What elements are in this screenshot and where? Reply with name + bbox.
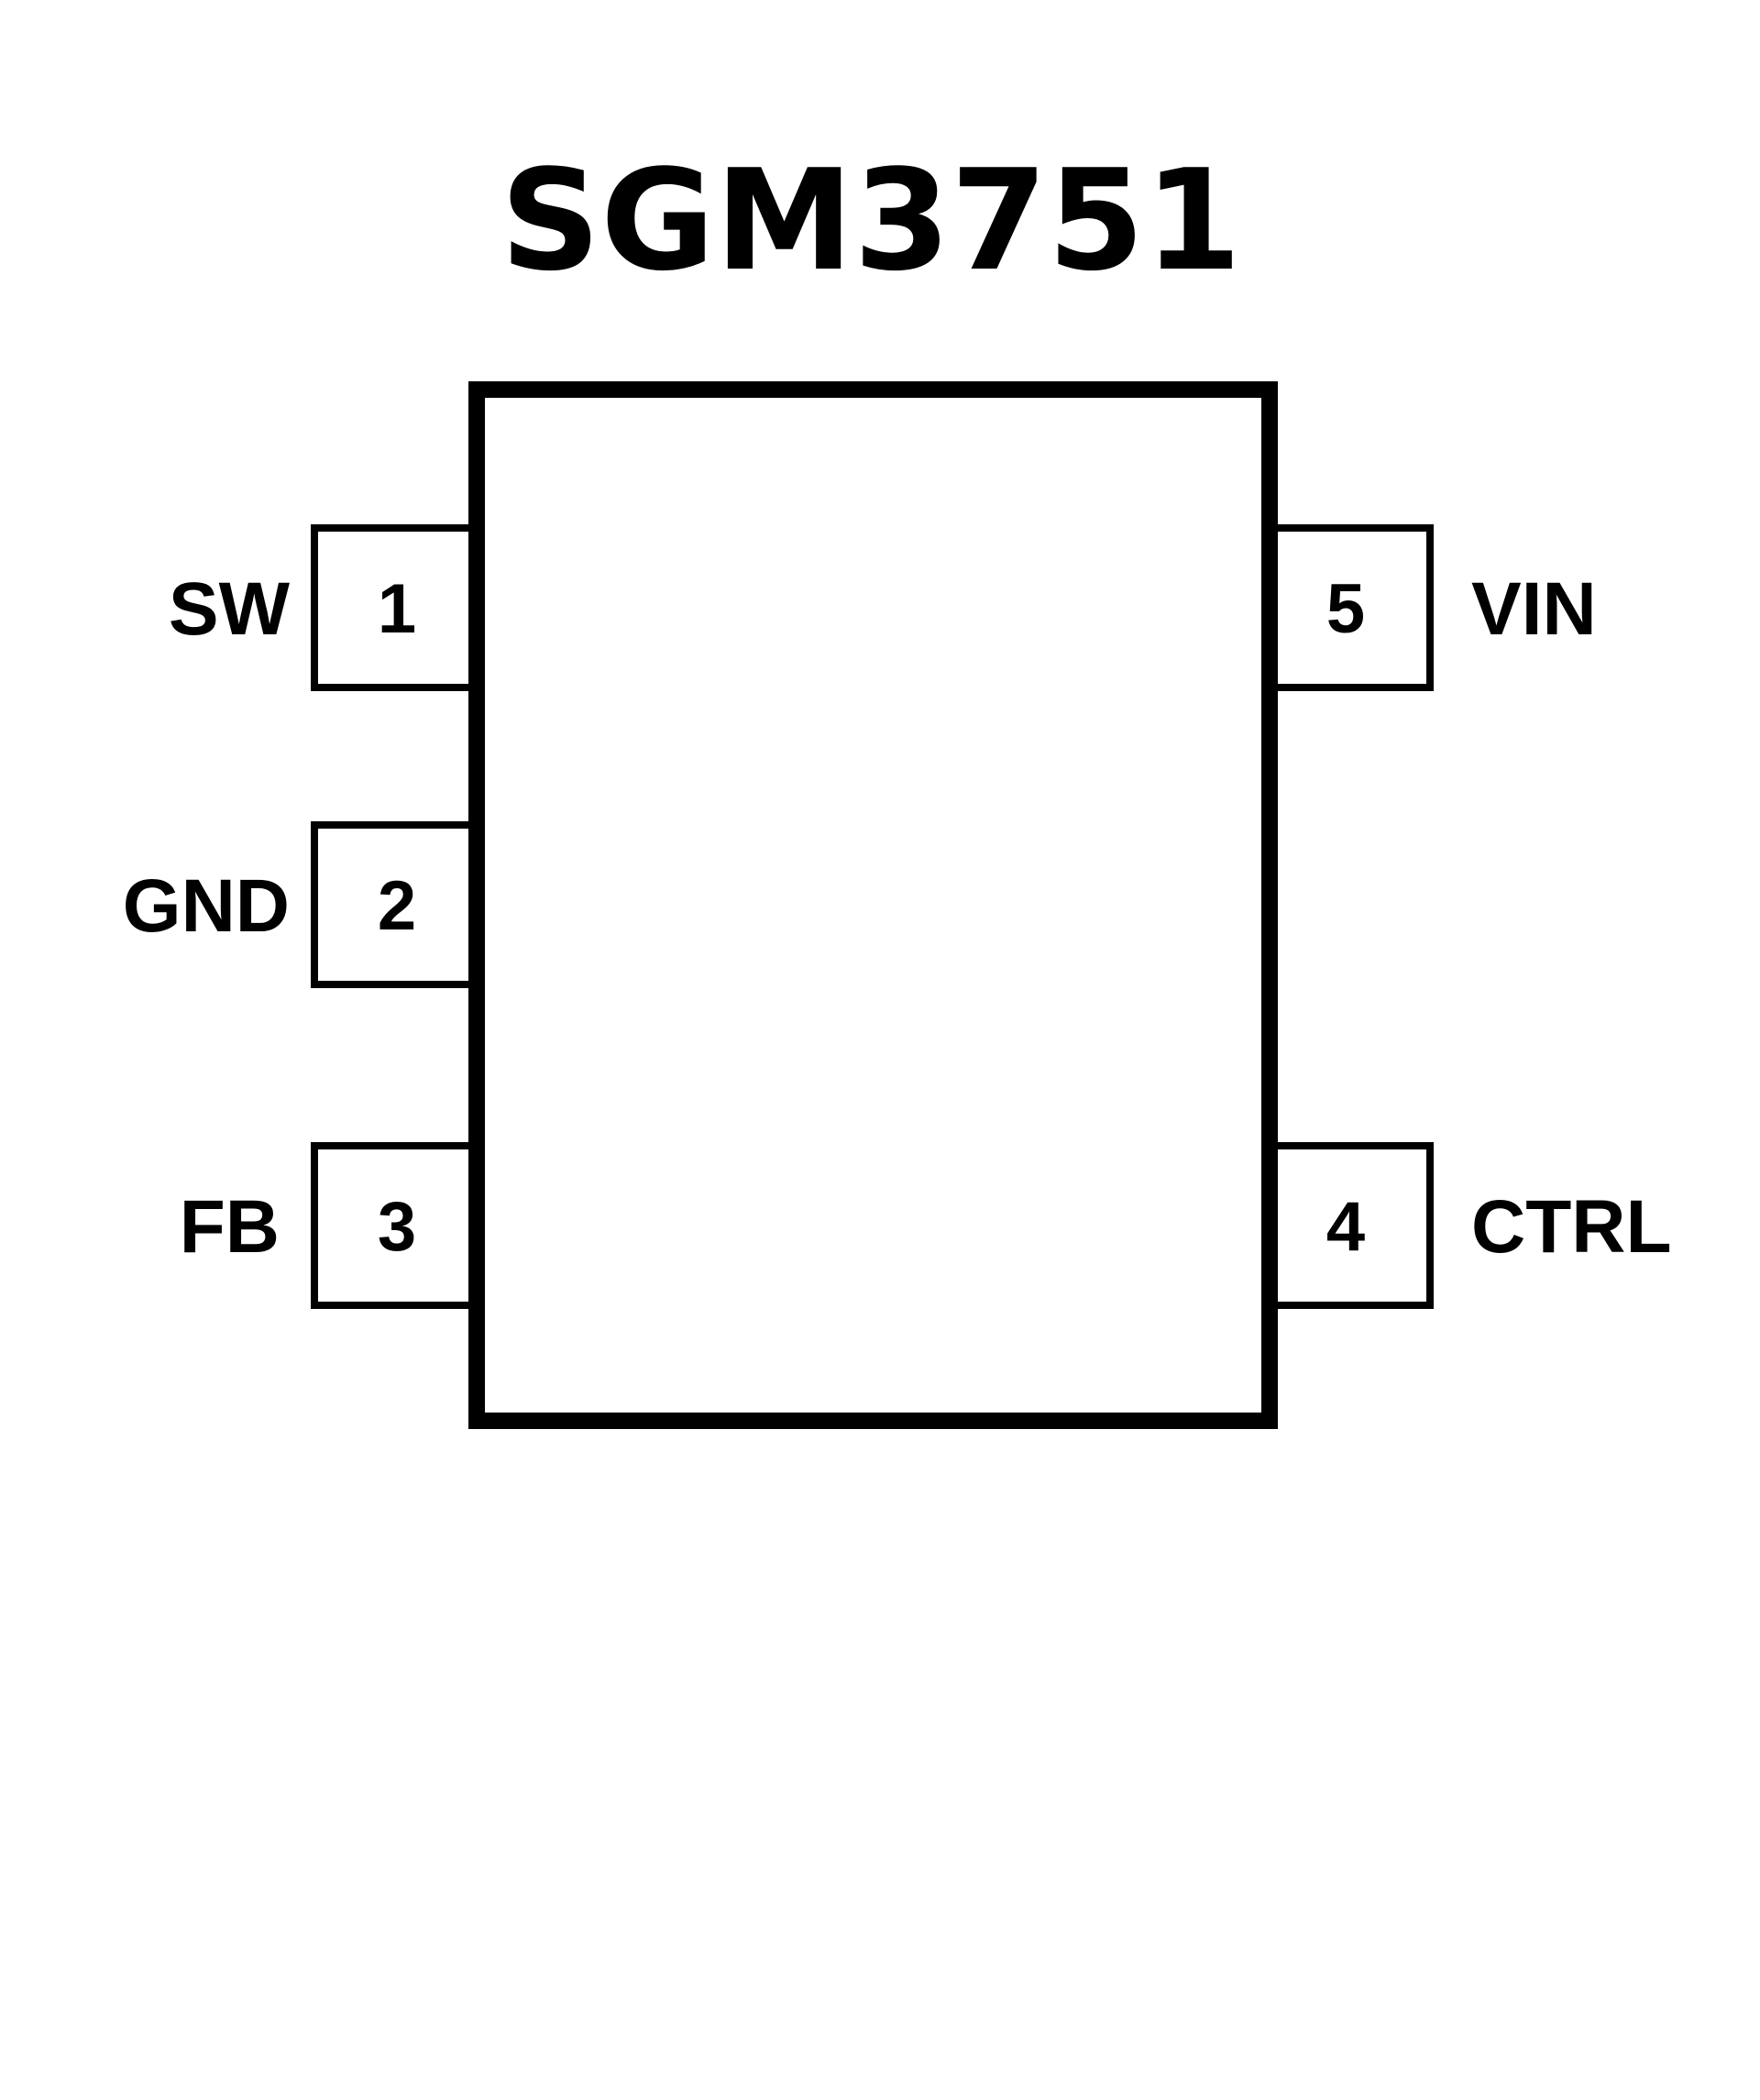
pin-5-box	[1261, 524, 1434, 691]
pin-3-name: FB	[180, 1185, 280, 1269]
pin-3-number: 3	[378, 1188, 416, 1266]
chip-body	[468, 381, 1278, 1429]
pin-5-number: 5	[1326, 570, 1365, 648]
pin-2-box	[311, 821, 483, 988]
pin-1: 1 SW	[169, 524, 483, 691]
pin-2-name: GND	[123, 864, 290, 948]
pin-5: 5 VIN	[1261, 524, 1597, 691]
pin-4-name: CTRL	[1471, 1185, 1672, 1269]
pin-1-number: 1	[378, 570, 416, 648]
pin-1-name: SW	[169, 567, 291, 651]
pin-4: 4 CTRL	[1261, 1142, 1672, 1309]
pin-3: 3 FB	[180, 1142, 483, 1309]
pin-2: 2 GND	[123, 821, 483, 988]
pin-4-number: 4	[1326, 1188, 1365, 1266]
pin-4-box	[1261, 1142, 1434, 1309]
pin-5-name: VIN	[1471, 567, 1597, 651]
pin-2-number: 2	[378, 867, 416, 945]
pin-1-box	[311, 524, 483, 691]
pin-3-box	[311, 1142, 483, 1309]
chip-title: SGM3751	[500, 139, 1242, 302]
